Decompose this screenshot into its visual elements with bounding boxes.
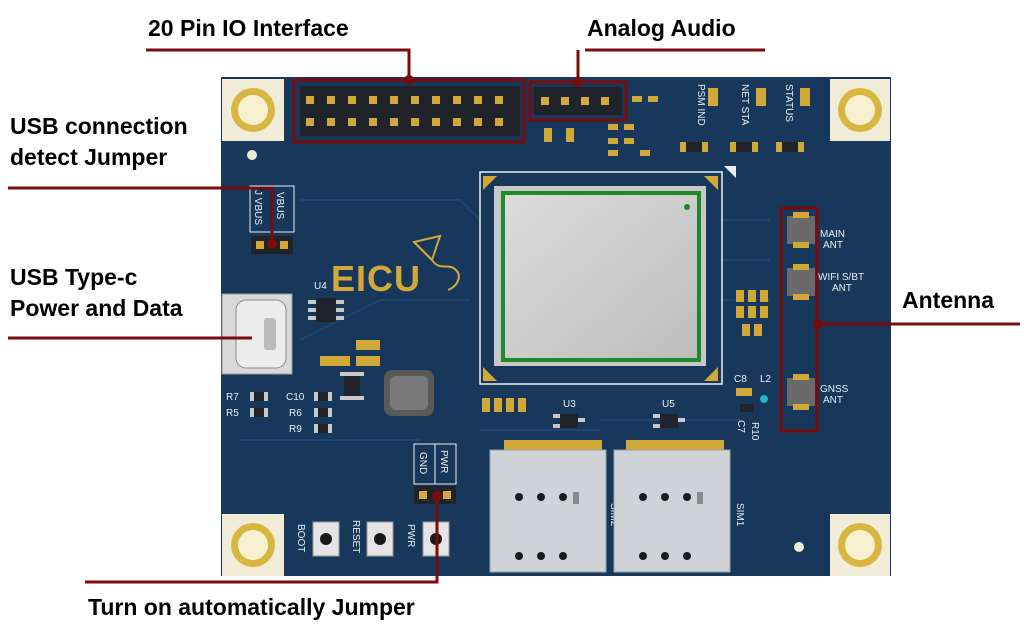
label-r9: R9 bbox=[289, 424, 302, 435]
kite-logo-icon bbox=[412, 234, 460, 291]
io-header-pin bbox=[495, 118, 503, 126]
passive-components-left bbox=[250, 392, 332, 433]
sim1-slot bbox=[613, 440, 731, 573]
label-boot: BOOT bbox=[295, 524, 306, 552]
io-header-pin bbox=[474, 118, 482, 126]
u3-chip bbox=[553, 414, 585, 428]
label-c7: C7 bbox=[735, 420, 746, 433]
label-sim1: SIM1 bbox=[734, 503, 745, 527]
callout-antenna: Antenna bbox=[902, 287, 994, 313]
callout-io-interface: 20 Pin IO Interface bbox=[148, 15, 349, 41]
io-header-pin bbox=[411, 96, 419, 104]
label-status: STATUS bbox=[783, 84, 794, 122]
label-psm-ind: PSM IND bbox=[695, 84, 706, 126]
label-pwr-jumper: PWR bbox=[438, 450, 449, 473]
label-c8: C8 bbox=[734, 374, 747, 385]
boot-button bbox=[312, 521, 340, 557]
power-components bbox=[320, 340, 434, 416]
io-header-pin bbox=[306, 118, 314, 126]
label-u5: U5 bbox=[662, 399, 675, 410]
label-gnss-ant-1: GNSS bbox=[820, 384, 849, 395]
label-pwr-button: PWR bbox=[405, 524, 416, 547]
u4-chip bbox=[308, 298, 344, 322]
mounting-hole-bottom-left bbox=[222, 514, 284, 576]
audio-header-pin bbox=[581, 97, 589, 105]
callout-usb-detect-line2: detect Jumper bbox=[10, 144, 168, 170]
label-r7: R7 bbox=[226, 392, 239, 403]
io-header-pin bbox=[348, 118, 356, 126]
callout-usb-typec-line2: Power and Data bbox=[10, 295, 183, 321]
io-header-pin bbox=[453, 118, 461, 126]
usb-type-c-connector bbox=[221, 293, 293, 375]
label-j-vbus: J VBUS bbox=[252, 190, 263, 225]
callout-lines bbox=[8, 48, 1020, 584]
callout-auto-on-jumper: Turn on automatically Jumper bbox=[88, 594, 415, 620]
io-header-pin bbox=[495, 96, 503, 104]
io-header-pin bbox=[474, 96, 482, 104]
callout-dots bbox=[267, 75, 823, 501]
smd-components-top bbox=[544, 96, 658, 156]
io-header-pin bbox=[432, 96, 440, 104]
label-gnss-ant-2: ANT bbox=[823, 395, 843, 406]
audio-header-pin bbox=[561, 97, 569, 105]
label-l2: L2 bbox=[760, 374, 772, 385]
callout-usb-typec-line1: USB Type-c bbox=[10, 264, 138, 290]
label-r6: R6 bbox=[289, 408, 302, 419]
sim2-slot bbox=[489, 440, 607, 573]
label-vbus: VBUS bbox=[274, 192, 285, 220]
antenna-connectors bbox=[787, 212, 815, 410]
callout-analog-audio: Analog Audio bbox=[587, 15, 736, 41]
fiducial-right bbox=[794, 542, 804, 552]
io-header-pin bbox=[432, 118, 440, 126]
label-u3: U3 bbox=[563, 399, 576, 410]
label-net-sta: NET STA bbox=[739, 84, 750, 126]
io-header-20-pin bbox=[300, 86, 520, 136]
label-main-ant-2: ANT bbox=[823, 240, 843, 251]
reset-button bbox=[366, 521, 394, 557]
audio-header-pin bbox=[541, 97, 549, 105]
audio-header-pin bbox=[601, 97, 609, 105]
io-header-pin bbox=[369, 96, 377, 104]
io-header-pin bbox=[327, 118, 335, 126]
audio-header bbox=[534, 87, 622, 115]
lte-module bbox=[479, 166, 736, 385]
antenna-matching-components bbox=[736, 290, 768, 336]
smd-components-middle bbox=[482, 398, 526, 412]
io-header-pin bbox=[411, 118, 419, 126]
label-r5: R5 bbox=[226, 408, 239, 419]
io-header-pin bbox=[390, 96, 398, 104]
io-header-pin bbox=[453, 96, 461, 104]
label-main-ant-1: MAIN bbox=[820, 229, 845, 240]
label-r10: R10 bbox=[749, 422, 760, 441]
label-c10: C10 bbox=[286, 392, 305, 403]
rf-passives bbox=[736, 388, 768, 412]
io-header-pin bbox=[348, 96, 356, 104]
label-wifi-ant-2: ANT bbox=[832, 283, 852, 294]
label-reset: RESET bbox=[350, 520, 361, 553]
eicu-logo-text: EICU bbox=[331, 258, 421, 299]
mounting-hole-top-right bbox=[830, 79, 890, 141]
io-header-pin bbox=[369, 118, 377, 126]
mounting-hole-bottom-right bbox=[830, 514, 890, 576]
callout-usb-detect-line1: USB connection bbox=[10, 113, 188, 139]
io-header-pin bbox=[327, 96, 335, 104]
io-header-pin bbox=[306, 96, 314, 104]
u5-chip bbox=[653, 414, 685, 428]
label-wifi-ant-1: WIFI S/BT bbox=[818, 272, 864, 283]
io-header-pin bbox=[390, 118, 398, 126]
fiducial-left bbox=[247, 150, 257, 160]
label-gnd: GND bbox=[417, 452, 428, 474]
status-leds bbox=[680, 88, 810, 152]
mounting-hole-top-left bbox=[222, 79, 284, 141]
label-u4: U4 bbox=[314, 281, 327, 292]
